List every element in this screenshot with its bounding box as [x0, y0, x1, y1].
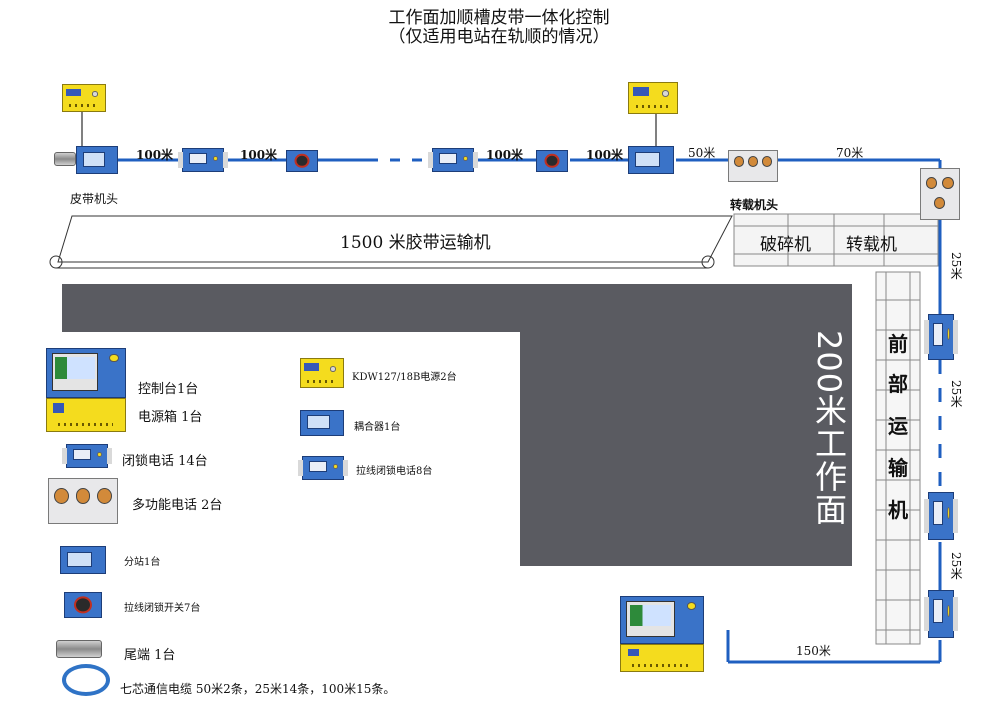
power-supply-icon	[62, 84, 106, 112]
front-conveyor-char: 部	[888, 372, 908, 396]
distance-label: 100米	[240, 148, 278, 162]
front-conveyor-frame	[875, 271, 921, 645]
coupler-icon	[300, 410, 344, 436]
pull-lock-phone-icon	[178, 148, 228, 172]
conveyor-label: 1500 米胶带运输机	[340, 233, 491, 253]
multi-function-phone-icon	[48, 478, 118, 524]
belt-head-label: 皮带机头	[70, 192, 119, 206]
crusher-label: 破碎机	[760, 235, 811, 255]
legend-multi-phone-label: 多功能电话 2台	[132, 498, 223, 513]
pull-lock-phone-icon	[298, 456, 348, 480]
legend-power-box-label: 电源箱 1台	[138, 410, 203, 425]
distance-label: 25米	[949, 552, 963, 580]
distance-label: 150米	[796, 644, 831, 658]
multi-function-phone-icon	[920, 168, 960, 220]
legend-tail-label: 尾端 1台	[124, 648, 176, 663]
coupler-icon	[628, 146, 674, 174]
face-label: 200米工作面	[810, 330, 848, 527]
pull-lock-phone-icon	[428, 148, 478, 172]
power-box-icon	[46, 398, 126, 432]
legend-substation-label: 分站1台	[124, 557, 161, 568]
substation-icon	[60, 546, 106, 574]
pull-lock-switch-icon	[536, 150, 568, 172]
tail-end-icon	[54, 152, 76, 166]
transfer-head-label: 转载机头	[730, 198, 779, 212]
lock-phone-icon	[924, 314, 958, 360]
pull-lock-switch-icon	[64, 592, 102, 618]
power-supply-icon	[628, 82, 678, 114]
legend-lock-phone-label: 闭锁电话 14台	[122, 454, 208, 469]
legend-pull-phone-label: 拉线闭锁电话8台	[356, 466, 433, 477]
distance-label: 70米	[836, 146, 864, 160]
crusher-loader-frame	[733, 213, 939, 267]
front-conveyor-char: 机	[888, 498, 908, 522]
distance-label: 25米	[949, 252, 963, 280]
distance-label: 100米	[486, 148, 524, 162]
face-area	[62, 284, 852, 566]
pull-lock-switch-icon	[286, 150, 318, 172]
substation-icon	[76, 146, 118, 174]
legend-coupler-label: 耦合器1台	[354, 422, 401, 433]
belt-conveyor-outline	[49, 215, 733, 269]
multi-function-phone-icon	[728, 150, 778, 182]
front-conveyor-rungs	[876, 299, 920, 631]
legend-console-label: 控制台1台	[138, 382, 199, 397]
legend-cable-label: 七芯通信电缆 50米2条，25米14条，100米15条。	[120, 682, 396, 696]
front-conveyor-char: 运	[888, 414, 908, 438]
distance-label: 100米	[136, 148, 174, 162]
cable-coil-icon	[62, 664, 110, 696]
loader-label: 转载机	[846, 235, 897, 255]
console-icon	[46, 348, 126, 398]
power-supply-icon	[300, 358, 344, 388]
console-icon	[620, 596, 704, 644]
distance-label: 50米	[688, 146, 716, 160]
power-box-icon	[620, 644, 704, 672]
legend-pull-switch-label: 拉线闭锁开关7台	[124, 603, 201, 614]
tail-end-icon	[56, 640, 102, 658]
diagram-title: 工作面加顺槽皮带一体化控制	[388, 8, 610, 28]
lock-phone-icon	[924, 492, 958, 540]
legend-power-supply-label: KDW127/18B电源2台	[352, 372, 457, 383]
distance-label: 25米	[949, 380, 963, 408]
lock-phone-icon	[924, 590, 958, 638]
front-conveyor-char: 前	[888, 332, 908, 356]
lock-phone-icon	[62, 444, 112, 468]
diagram-subtitle: （仅适用电站在轨顺的情况）	[388, 27, 610, 47]
front-conveyor-char: 输	[888, 456, 908, 480]
distance-label: 100米	[586, 148, 624, 162]
